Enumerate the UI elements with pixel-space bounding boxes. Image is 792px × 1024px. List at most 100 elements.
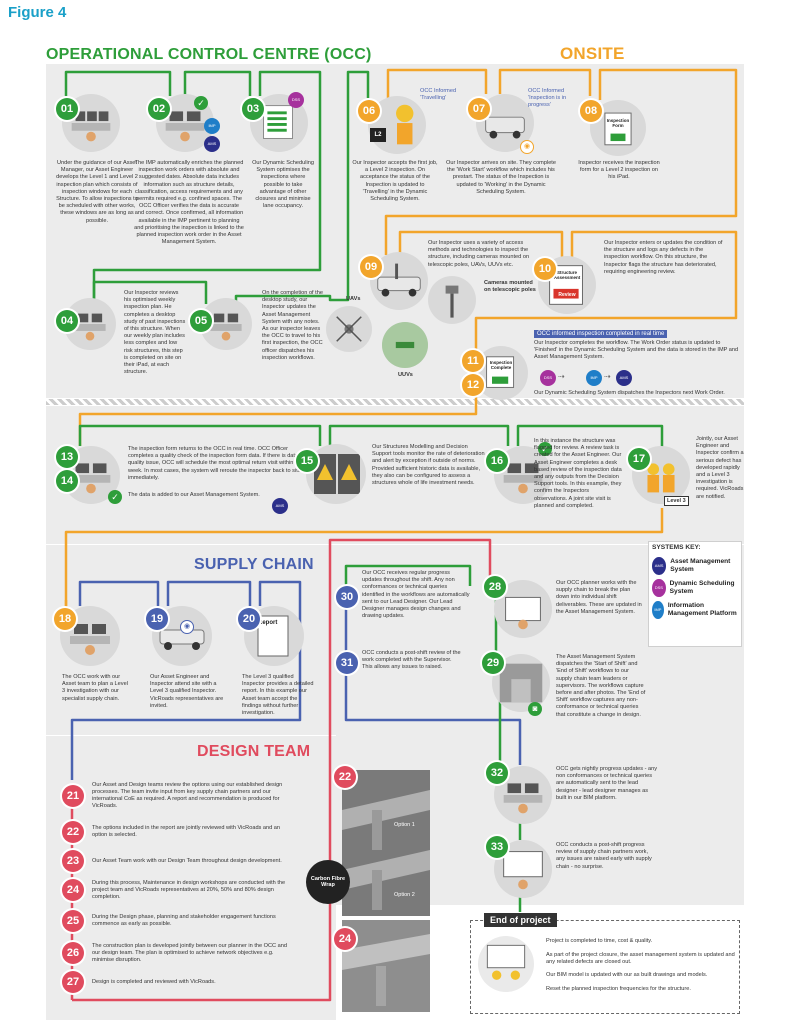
imp-icon: IMP [204, 118, 220, 134]
dss-icon: DSS [540, 370, 556, 386]
step-11-12-illustration [474, 346, 528, 400]
step-08-badge: 08 [580, 100, 602, 122]
step-05-text: On the completion of the desktop study, … [262, 290, 323, 361]
step-33-text: OCC conducts a post-shift progress revie… [556, 842, 652, 870]
step-28-badge: 28 [484, 576, 506, 598]
report-sign: Report [258, 620, 278, 626]
step-01-badge: 01 [56, 98, 78, 120]
step-26-text: The construction plan is developed joint… [92, 942, 287, 963]
systems-key-item: DSS Dynamic Scheduling System [652, 579, 738, 597]
step-06-tag: OCC Informed 'Travelling' [420, 88, 457, 102]
end-of-project-illustration [478, 936, 534, 992]
step-23-badge: 23 [62, 850, 84, 872]
step-12-tag: OCC informed inspection completed in rea… [534, 330, 668, 338]
step-30-text: Our OCC receives regular progress update… [362, 570, 470, 620]
step-26-badge: 26 [62, 942, 84, 964]
end-of-project-line-2: As part of the project closure, the asse… [546, 952, 735, 966]
step-09-text: Our Inspector uses a variety of access m… [428, 240, 530, 268]
step-10-badge: 10 [534, 258, 556, 280]
step-07-tag: OCC Informed 'Inspection is in progress' [528, 88, 567, 109]
step-06-text: Our Inspector accepts the first job, a L… [352, 160, 438, 203]
end-of-project-line-4: Reset the planned inspection frequencies… [546, 986, 691, 992]
camera-pole-illustration [428, 276, 476, 324]
step-07-badge: 07 [468, 98, 490, 120]
dss-icon: DSS [652, 579, 666, 597]
step-14-badge: 14 [56, 470, 78, 492]
step-25: 25 During the Design phase, planning and… [62, 906, 294, 936]
option-2-label: Option 2 [394, 892, 415, 898]
step-28-text: Our OCC planner works with the supply ch… [556, 580, 642, 615]
section-title-supply-chain: SUPPLY CHAIN [194, 556, 314, 573]
end-of-project-line-3: Our BIM model is updated with our as bui… [546, 972, 708, 978]
step-13-text: The inspection form returns to the OCC i… [128, 446, 303, 481]
step-20-badge: 20 [238, 608, 260, 630]
step-23-text: Our Asset Team work with our Design Team… [92, 857, 282, 864]
step-19-text: Our Asset Engineer and Inspector attend … [150, 674, 224, 709]
camera-icon: ◙ [528, 702, 542, 716]
step-24-badge: 24 [62, 879, 84, 901]
level-3-sign: Level 3 [664, 496, 689, 506]
step-12-text: Our Inspector completes the workflow. Th… [534, 340, 739, 361]
step-07-text: Our Inspector arrives on site. They comp… [446, 160, 556, 195]
step-21: 21 Our Asset and Design teams review the… [62, 776, 294, 816]
uavs-label: UAVs [346, 296, 361, 302]
step-27-text: Design is completed and reviewed with Vi… [92, 978, 216, 985]
step-23: 23 Our Asset Team work with our Design T… [62, 848, 294, 874]
step-29-badge: 29 [482, 652, 504, 674]
step-32-badge: 32 [486, 762, 508, 784]
step-15-badge: 15 [296, 450, 318, 472]
check-icon: ✓ [538, 442, 552, 456]
end-of-project-title: End of project [484, 913, 557, 927]
step-29-text: The Asset Management System dispatches t… [556, 654, 646, 718]
step-17-badge: 17 [628, 448, 650, 470]
ams-icon: AMS [204, 136, 220, 152]
section-title-occ: OPERATIONAL CONTROL CENTRE (OCC) [46, 46, 372, 63]
systems-key-label: Information Management Platform [667, 602, 737, 617]
step-27: 27 Design is completed and reviewed with… [62, 970, 294, 994]
section-divider [46, 399, 744, 405]
step-08-text: Inspector receives the inspection form f… [578, 160, 660, 181]
step-31-badge: 31 [336, 652, 358, 674]
step-06-badge: 06 [358, 100, 380, 122]
step-11-badge: 11 [462, 350, 484, 372]
step-24-bridge-badge: 24 [334, 928, 356, 950]
end-of-project-line-1: Project is completed to time, cost & qua… [546, 938, 653, 944]
uuv-illustration [382, 322, 428, 368]
step-25-badge: 25 [62, 910, 84, 932]
figure-label: Figure 4 [8, 4, 67, 21]
step-03-badge: 03 [242, 98, 264, 120]
bridge-options-illustration [342, 770, 430, 916]
systems-key-label: Asset Management System [670, 558, 731, 573]
check-icon: ✓ [108, 490, 122, 504]
step-12-badge: 12 [462, 374, 484, 396]
review-panel [46, 406, 744, 544]
step-22-text: The options included in the report are j… [92, 825, 281, 838]
step-05-badge: 05 [190, 310, 212, 332]
step-16-text: In this instance the structure was flagg… [534, 438, 622, 509]
step-17-text: Jointly, our Asset Engineer and Inspecto… [696, 436, 744, 500]
design-panel [46, 736, 336, 1020]
step-22-bridge-badge: 22 [334, 766, 356, 788]
step-22: 22 The options included in the report ar… [62, 816, 294, 848]
carbon-fibre-wrap-label: Carbon Fibre Wrap [306, 860, 350, 904]
structure-assessment-sign: Structure Assessment [553, 270, 581, 280]
review-sign: Review [558, 292, 576, 298]
uuvs-label: UUVs [398, 372, 413, 378]
step-12-text-2: Our Dynamic Scheduling System dispatches… [534, 390, 725, 396]
step-16-badge: 16 [486, 450, 508, 472]
step-24-illustration [342, 920, 430, 1012]
step-03-text: Our Dynamic Scheduling System optimises … [252, 160, 314, 210]
step-20-text: The Level 3 qualified Inspector provides… [242, 674, 314, 717]
ams-icon: AMS [272, 498, 288, 514]
step-32-text: OCC gets nightly progress updates - any … [556, 766, 658, 801]
uav-illustration [326, 306, 372, 352]
step-30-badge: 30 [336, 586, 358, 608]
step-21-text: Our Asset and Design teams review the op… [92, 782, 283, 809]
step-24: 24 During this process, Maintenance in d… [62, 874, 294, 906]
arrow-icon: ⇢ [604, 372, 611, 381]
step-21-badge: 21 [62, 785, 84, 807]
ams-icon: AMS [616, 370, 632, 386]
check-icon: ✓ [194, 96, 208, 110]
step-31-text: OCC conducts a post-shift review of the … [362, 650, 461, 671]
inspection-form-sign: Inspection Form [606, 118, 630, 128]
